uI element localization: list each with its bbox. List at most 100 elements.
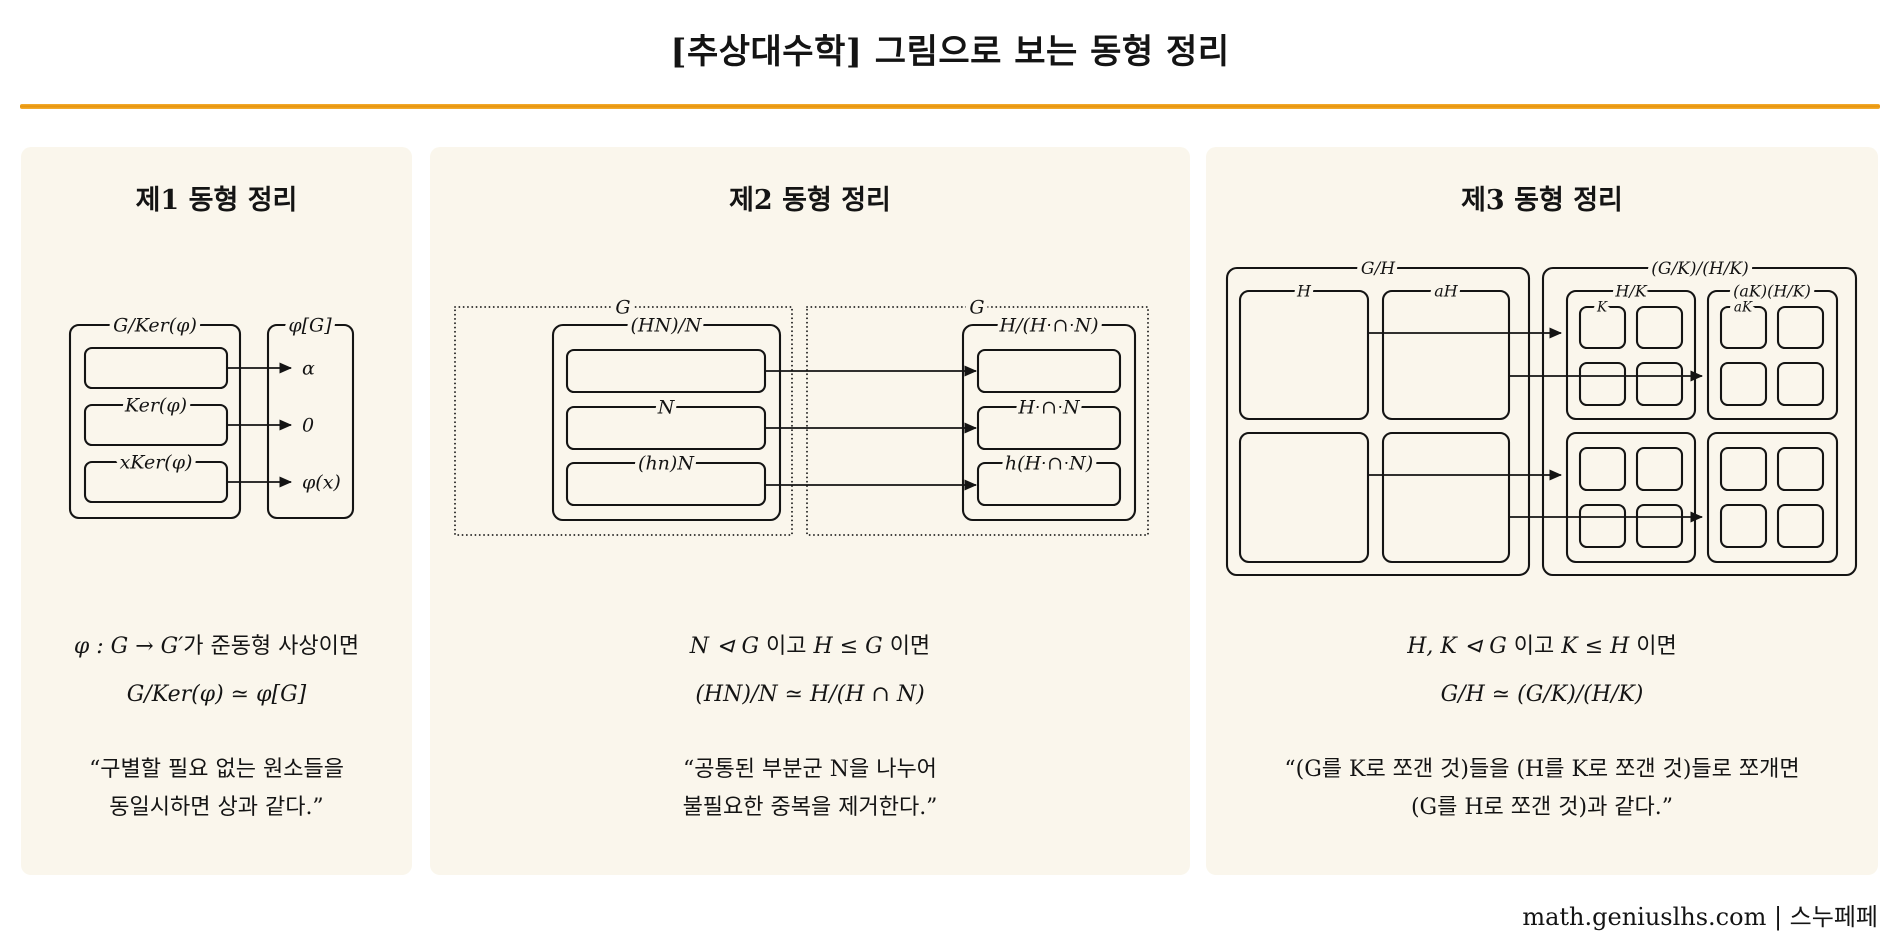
accent-divider <box>20 104 1880 109</box>
image-element-zero: 0 <box>302 414 314 436</box>
coset-cell <box>83 346 229 390</box>
coset-cell <box>1776 446 1825 492</box>
coset-cell <box>1578 503 1627 549</box>
left-group-label: G <box>615 297 630 318</box>
intuition-quote: “구별할 필요 없는 원소들을 동일시하면 상과 같다.” <box>21 751 412 827</box>
quote-line: (G를 H로 쪼갠 것)과 같다.” <box>1410 795 1674 820</box>
hn-quotient-box <box>551 323 782 522</box>
k-cell <box>1578 305 1627 350</box>
image-element-alpha: α <box>302 357 315 379</box>
first-isomorphism-diagram: G/Ker(φ) φ[G] Ker(φ) xKer(φ) α 0 φ(x) <box>68 310 355 520</box>
theorem-statement: φ : G → G′가 준동형 사상이면 G/Ker(φ) ≃ φ[G] <box>21 623 412 719</box>
coset-cell <box>565 348 767 394</box>
theorem-condition: N ⊲ G 이고 H ≤ G 이면 <box>430 623 1190 671</box>
ak-hk-coset-label: (aK)(H/K) <box>1733 281 1811 300</box>
intuition-quote: “공통된 부분군 N을 나누어 불필요한 중복을 제거한다.” <box>430 751 1190 827</box>
hk-quotient-label: H/K <box>1614 281 1647 300</box>
quotient-group-label: G/Ker(φ) <box>113 314 197 336</box>
intersection-label: H ∩ N <box>1017 396 1081 418</box>
left-coset-label: (hn)N <box>638 452 695 474</box>
quote-line: “(G를 K로 쪼갠 것)들을 (H를 K로 쪼갠 것)들로 쪼개면 <box>1284 757 1800 782</box>
quotient-group-box <box>68 323 242 520</box>
ah-coset-label: aH <box>1434 281 1459 300</box>
theorem-result: G/Ker(φ) ≃ φ[G] <box>126 682 307 707</box>
condition-math: H ≤ G <box>813 634 883 659</box>
gh-quotient-box <box>1225 266 1531 577</box>
coset-cell <box>1635 305 1684 350</box>
quote-line: 불필요한 중복을 제거한다.” <box>682 795 938 820</box>
coset-label: xKer(φ) <box>120 451 193 473</box>
panel2-title: 제2 동형 정리 <box>729 185 891 216</box>
panel-first-isomorphism-theorem: 제1 동형 정리 G/Ker(φ) φ[G] Ker(φ) xKer(φ) α … <box>21 147 412 875</box>
coset-cell <box>1719 446 1768 492</box>
double-quotient-label: (G/K)/(H/K) <box>1651 259 1749 279</box>
condition-math: N ⊲ G <box>689 634 760 659</box>
coset-cell <box>1776 503 1825 549</box>
second-isomorphism-diagram: G G (HN)/N N (hn)N H/(H ∩ N) H ∩ N h(H ∩… <box>454 297 1149 536</box>
ak-cell-label: aK <box>1734 300 1753 316</box>
quote-line: 동일시하면 상과 같다.” <box>109 795 324 820</box>
k-cell-label: K <box>1596 300 1608 316</box>
condition-text: 이면 <box>882 634 931 659</box>
panel3-title: 제3 동형 정리 <box>1461 185 1623 216</box>
image-element-phix: φ(x) <box>302 471 341 493</box>
double-quotient-box <box>1541 266 1858 577</box>
kernel-label: Ker(φ) <box>124 394 187 416</box>
panel1-title: 제1 동형 정리 <box>135 185 298 216</box>
coset-cell <box>976 461 1122 507</box>
condition-math: H, K ⊲ G <box>1407 634 1507 659</box>
third-isomorphism-diagram: G/H H aH (G/K)/(H/K) H/K (aK)(H/K) K aK <box>1225 254 1858 577</box>
image-group-label: φ[G] <box>288 314 332 336</box>
condition-math: φ : G → G′ <box>73 634 184 659</box>
panel-second-isomorphism-theorem: 제2 동형 정리 G G (HN)/N N (hn)N <box>430 147 1190 875</box>
coset-cell <box>1635 361 1684 407</box>
ambient-group-box <box>806 306 1149 536</box>
right-group-label: G <box>969 297 984 318</box>
theorem-result: G/H ≃ (G/K)/(H/K) <box>1440 682 1644 707</box>
theorem-statement: N ⊲ G 이고 H ≤ G 이면 (HN)/N ≃ H/(H ∩ N) <box>430 623 1190 719</box>
normal-subgroup-label: N <box>657 396 676 418</box>
page-title: [추상대수학] 그림으로 보는 동형 정리 <box>670 32 1230 72</box>
hk-quotient-box <box>1565 289 1697 421</box>
theorem-condition: φ : G → G′가 준동형 사상이면 <box>21 623 412 671</box>
right-quotient-label: H/(H ∩ N) <box>999 314 1099 336</box>
image-group-box <box>266 323 355 520</box>
ah-coset-box <box>1381 289 1511 421</box>
panel-third-isomorphism-theorem: 제3 동형 정리 <box>1206 147 1878 875</box>
ambient-group-box <box>454 306 793 536</box>
coset-box <box>1381 431 1511 564</box>
coset-box <box>1706 431 1839 564</box>
theorem-condition: H, K ⊲ G 이고 K ≤ H 이면 <box>1206 623 1878 671</box>
condition-math: K ≤ H <box>1561 634 1630 659</box>
condition-text: 가 준동형 사상이면 <box>183 634 360 659</box>
coset-cell <box>565 461 767 507</box>
condition-text: 이고 <box>759 634 814 659</box>
coset-cell <box>1776 361 1825 407</box>
coset-cell <box>976 348 1122 394</box>
coset-cell <box>1578 446 1627 492</box>
intuition-quote: “(G를 K로 쪼갠 것)들을 (H를 K로 쪼갠 것)들로 쪼개면 (G를 H… <box>1206 751 1878 827</box>
h-subgroup-label: H <box>1296 281 1312 300</box>
coset-box <box>1238 431 1370 564</box>
coset-cell <box>1776 305 1825 350</box>
coset-cell <box>1719 361 1768 407</box>
right-coset-label: h(H ∩ N) <box>1005 452 1093 474</box>
coset-box <box>1565 431 1697 564</box>
ak-hk-coset-box <box>1706 289 1839 421</box>
quote-line: “공통된 부분군 N을 나누어 <box>683 757 937 782</box>
coset-cell <box>1635 503 1684 549</box>
intersection-box <box>976 405 1122 451</box>
coset-cell <box>1578 361 1627 407</box>
coset-cell <box>1719 503 1768 549</box>
left-quotient-label: (HN)/N <box>630 314 702 336</box>
theorem-result: (HN)/N ≃ H/(H ∩ N) <box>695 682 925 707</box>
h-quotient-box <box>961 323 1137 522</box>
footer-credit: math.geniuslhs.com | 스누페페 <box>1522 903 1878 931</box>
gh-quotient-label: G/H <box>1361 259 1396 279</box>
h-subgroup-box <box>1238 289 1370 421</box>
quote-line: “구별할 필요 없는 원소들을 <box>89 757 344 782</box>
condition-text: 이고 <box>1506 634 1562 659</box>
coset-cell <box>1635 446 1684 492</box>
ak-cell <box>1719 305 1768 350</box>
